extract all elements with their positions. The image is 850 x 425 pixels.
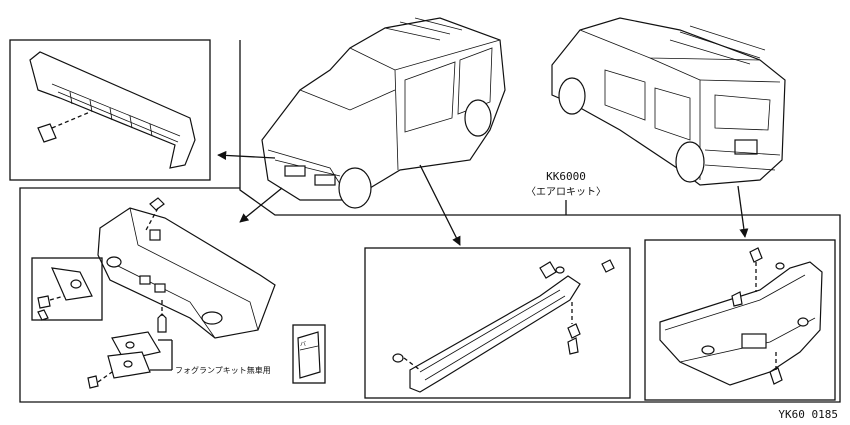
arrow-to-front-bumper [239, 187, 283, 223]
kit-name-label: 〈エアロキット〉 [526, 186, 606, 198]
bumper-bolt-icon [157, 313, 167, 333]
nameplate-text: バ [300, 341, 306, 348]
kit-code-label: KK6000 [546, 170, 586, 183]
fog-blank-plate-upper [111, 331, 161, 361]
nameplate-box [292, 324, 326, 384]
outer-frame [19, 40, 841, 403]
figure-id-label: YK60 0185 [778, 408, 838, 421]
grille-clip-icon [37, 123, 57, 143]
sill-grommet-icon [392, 353, 404, 363]
arrow-to-grille [217, 150, 276, 160]
fog-note-label: フォグランプキット無車用 [175, 365, 271, 375]
pointer-arrows [217, 150, 749, 246]
inset-screw-icon [37, 295, 51, 309]
rear-screw-icon [731, 291, 743, 307]
rear-clip-icon [749, 247, 763, 263]
front-bumper-panel [31, 197, 326, 389]
sill-screw-upper-icon [567, 323, 581, 339]
arrow-to-side-sill [419, 164, 461, 246]
side-sill-panel [364, 247, 631, 399]
arrow-to-rear-bumper [737, 185, 749, 238]
sill-bracket-icon [539, 261, 557, 279]
sill-screw-lower-icon [567, 337, 579, 355]
front-vehicle-illustration [261, 17, 506, 209]
bumper-clip-icon [149, 197, 165, 211]
fog-screw-icon [87, 375, 99, 389]
grille-panel [9, 39, 211, 181]
rear-vehicle-illustration [551, 17, 786, 186]
rear-bolt-icon [769, 367, 783, 385]
sill-clip-icon [601, 259, 615, 273]
rear-bumper-panel [644, 239, 836, 401]
fog-plate-inset [31, 257, 103, 321]
